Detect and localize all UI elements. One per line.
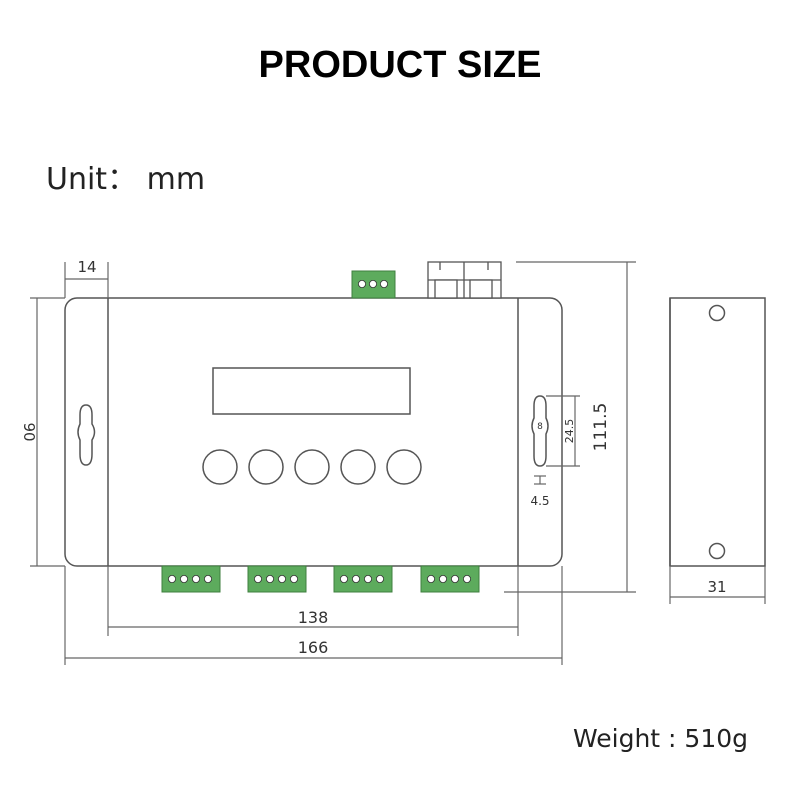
dimension-lines bbox=[30, 261, 766, 665]
unit-value: mm bbox=[146, 162, 206, 197]
bottom-connector-3 bbox=[333, 565, 393, 593]
right-keyhole-slot bbox=[531, 395, 549, 467]
button-1 bbox=[202, 449, 238, 485]
side-view bbox=[669, 297, 766, 567]
dim-inner-width-label: 138 bbox=[298, 608, 329, 627]
button-3 bbox=[294, 449, 330, 485]
top-connector bbox=[351, 270, 396, 299]
front-view bbox=[64, 297, 563, 567]
bottom-connector-1 bbox=[161, 565, 221, 593]
power-terminal bbox=[427, 261, 502, 299]
dim-slot-width-label: 8 bbox=[537, 422, 543, 432]
dim-slot-offset-label: 4.5 bbox=[530, 494, 549, 508]
button-2 bbox=[248, 449, 284, 485]
dim-height-label: 90 bbox=[20, 422, 38, 441]
dim-overall-height-label: 111.5 bbox=[591, 403, 611, 452]
page-title: PRODUCT SIZE bbox=[258, 44, 542, 86]
dim-flange-label: 14 bbox=[77, 258, 96, 276]
bottom-connector-4 bbox=[420, 565, 480, 593]
bottom-connector-2 bbox=[247, 565, 307, 593]
dim-depth-label: 31 bbox=[707, 578, 726, 596]
button-4 bbox=[340, 449, 376, 485]
dim-slot-length-label: 24.5 bbox=[563, 419, 576, 444]
unit-label: Unit： mm bbox=[46, 154, 205, 198]
unit-name: Unit bbox=[46, 162, 108, 197]
side-hole-top bbox=[708, 304, 726, 322]
weight-label: Weight : 510g bbox=[573, 724, 748, 753]
lcd-screen bbox=[212, 367, 411, 415]
controller-body bbox=[64, 297, 563, 567]
side-hole-bottom bbox=[708, 542, 726, 560]
dim-overall-width-label: 166 bbox=[298, 638, 329, 657]
unit-colon: ： bbox=[107, 162, 138, 197]
button-5 bbox=[386, 449, 422, 485]
left-keyhole-slot bbox=[77, 404, 96, 466]
side-body bbox=[669, 297, 766, 567]
